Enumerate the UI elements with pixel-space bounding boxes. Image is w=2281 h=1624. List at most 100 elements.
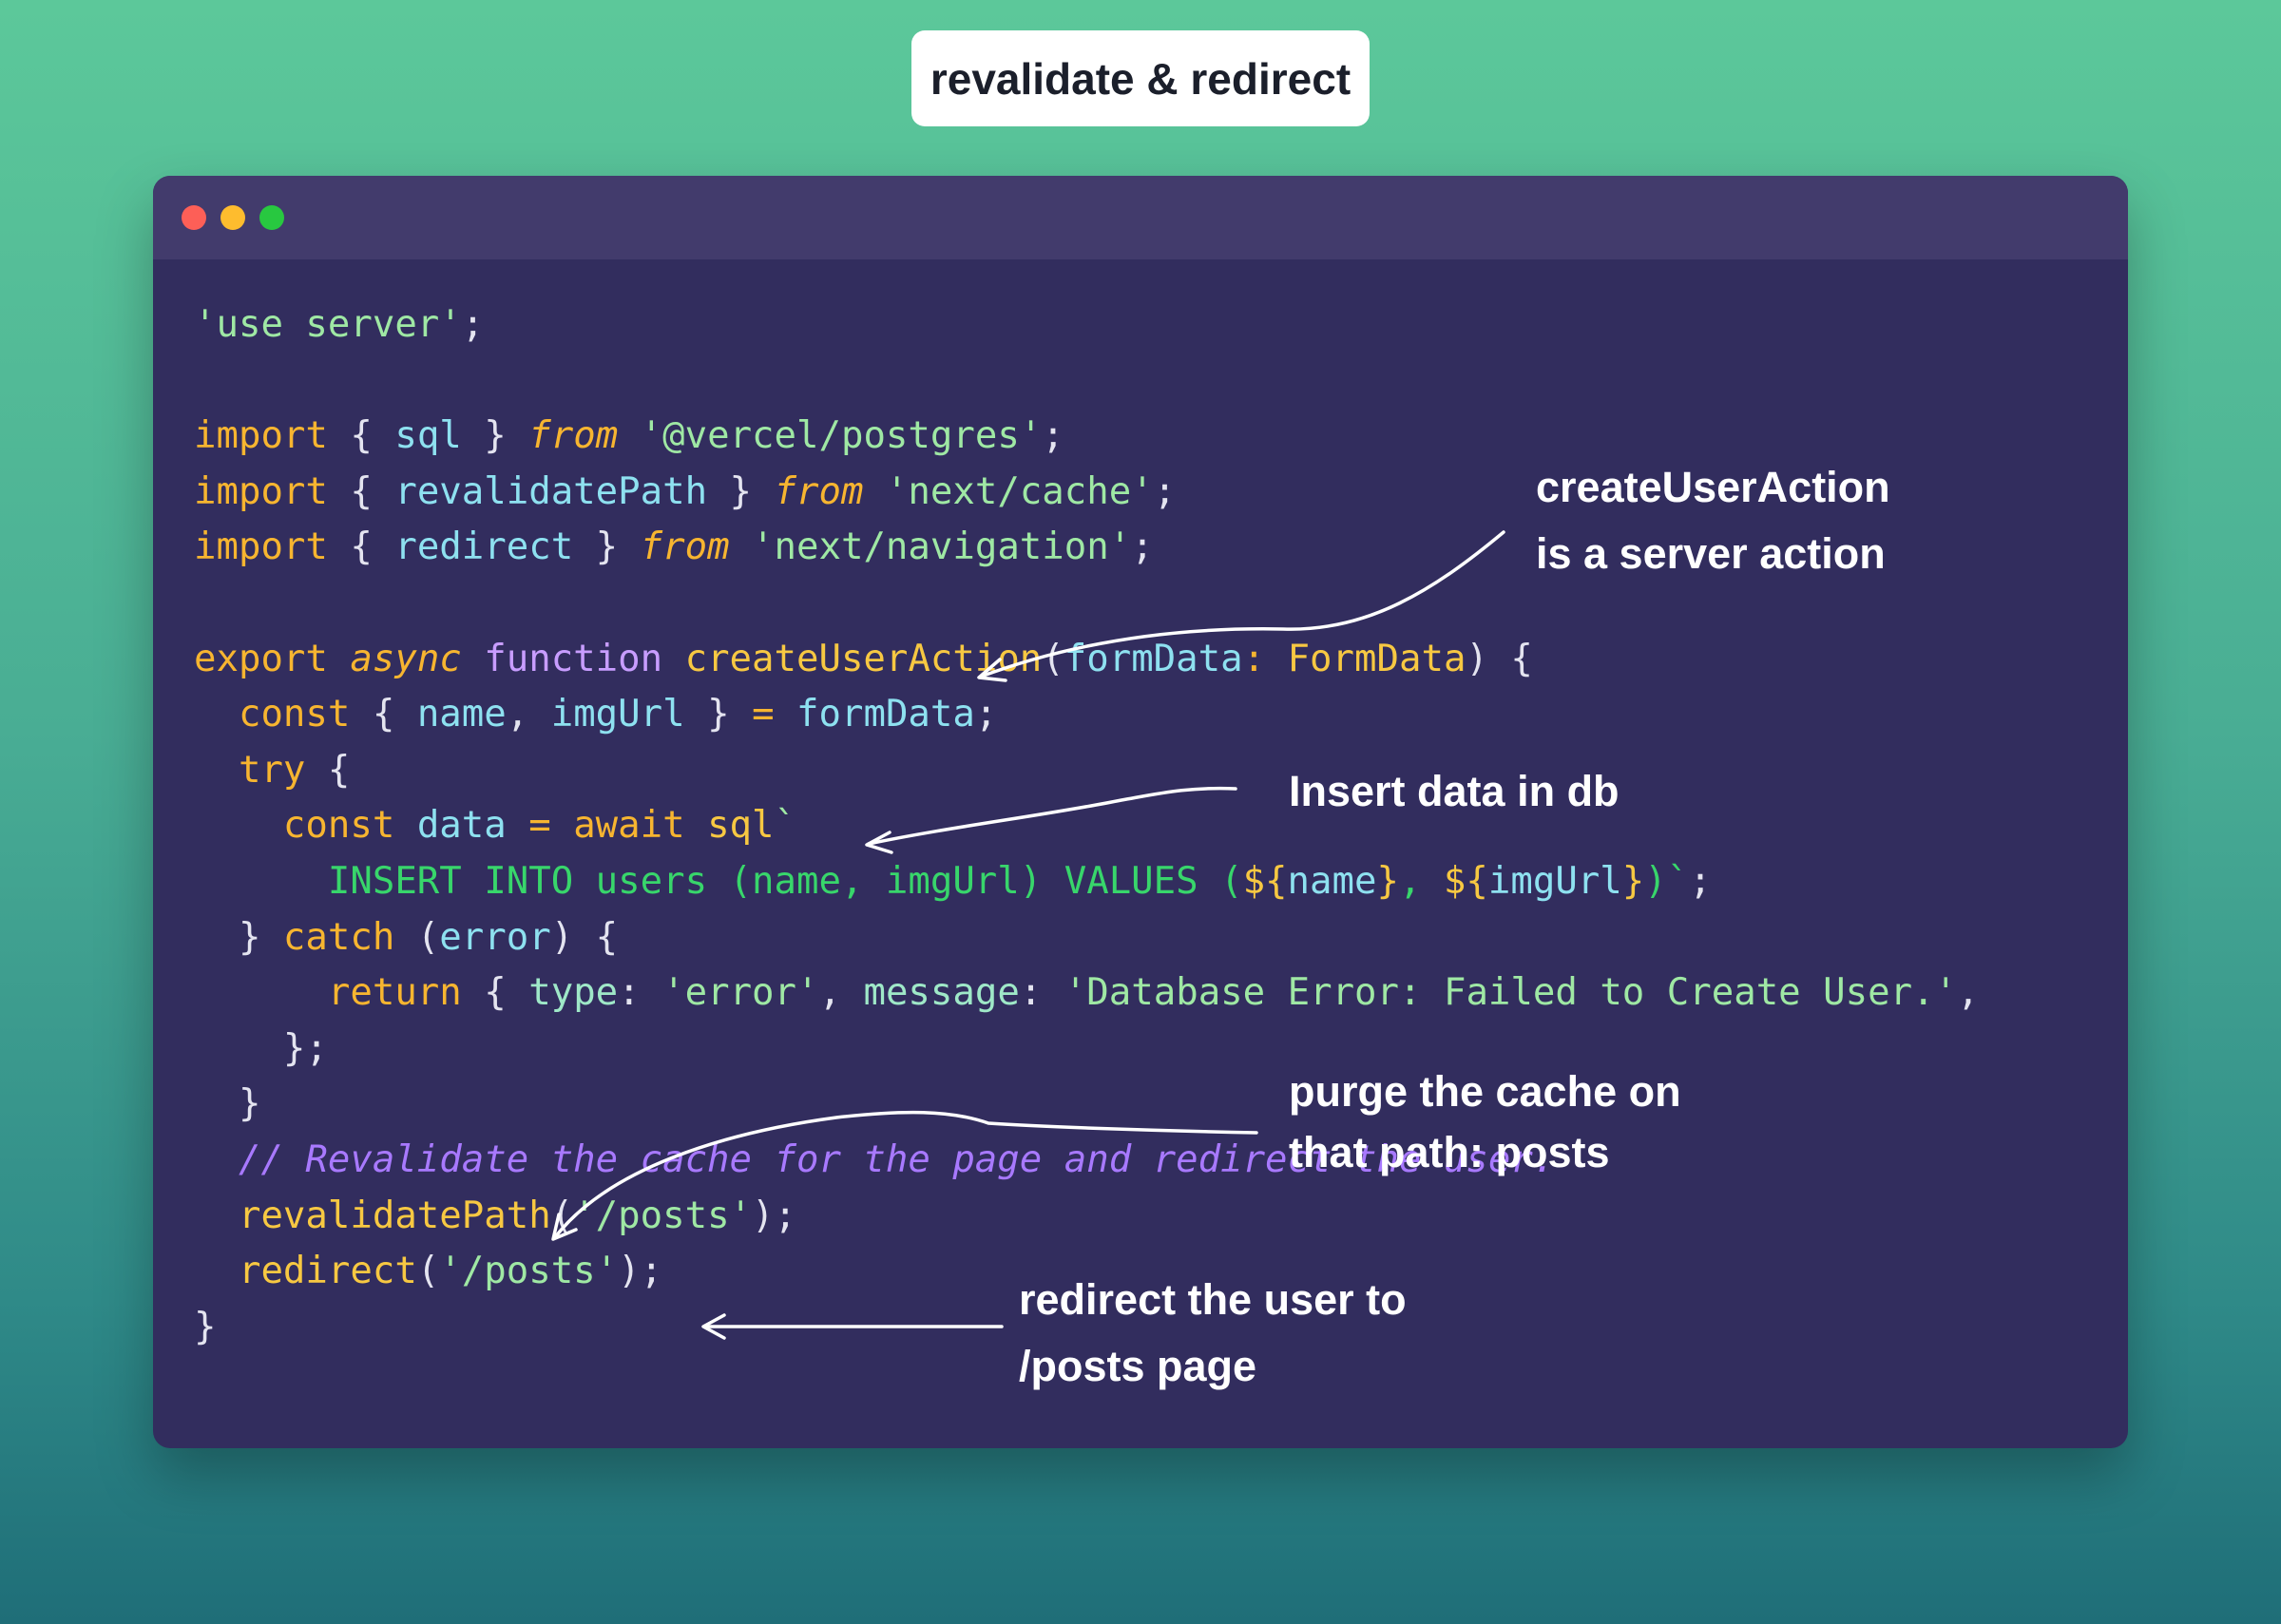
code-token: = — [752, 693, 775, 736]
code-token: 'next/cache' — [885, 469, 1154, 513]
code-token: message — [863, 971, 1020, 1015]
code-token: '/posts' — [439, 1250, 619, 1293]
code-token: : — [1242, 637, 1288, 680]
code-token: import — [194, 469, 328, 513]
code-token: formData — [1064, 637, 1243, 680]
code-token: } — [1621, 859, 1645, 903]
code-token: 'next/navigation' — [752, 525, 1132, 569]
code-token: , — [1398, 859, 1444, 903]
code-line: INSERT INTO users (name, imgUrl) VALUES … — [194, 854, 1980, 910]
code-token: { — [327, 469, 395, 513]
code-token: ) { — [550, 915, 619, 959]
code-token: = — [528, 804, 551, 848]
code-token: } — [684, 693, 753, 736]
code-token: 'error' — [662, 971, 819, 1015]
code-token: redirect — [394, 525, 574, 569]
code-token: formData — [796, 693, 975, 736]
title-card: revalidate & redirect — [911, 30, 1370, 126]
code-token: name — [1287, 859, 1377, 903]
code-token: : — [618, 971, 663, 1015]
code-token: ); — [618, 1250, 663, 1293]
code-token: return — [327, 971, 462, 1015]
code-token: { — [305, 748, 351, 792]
code-token: export — [194, 637, 328, 680]
code-window: 'use server';​import { sql } from '@verc… — [153, 176, 2128, 1448]
code-token: '/posts' — [573, 1194, 753, 1237]
code-token: ); — [752, 1194, 796, 1237]
code-token: FormData — [1287, 637, 1466, 680]
code-line: return { type: 'error', message: 'Databa… — [194, 965, 1980, 1022]
code-line: } catch (error) { — [194, 910, 1980, 966]
code-token — [194, 1194, 239, 1237]
code-token — [551, 804, 573, 847]
code-token: sql — [707, 804, 775, 848]
code-token: , — [818, 971, 864, 1015]
code-token: name — [416, 693, 507, 736]
code-token: from — [774, 469, 864, 513]
code-token: function — [484, 637, 663, 680]
code-token — [194, 1138, 239, 1181]
code-token — [194, 1250, 239, 1292]
code-token: 'use server' — [194, 303, 462, 346]
code-token — [194, 971, 328, 1014]
code-token — [194, 860, 328, 903]
code-token: ( — [1042, 637, 1064, 680]
minimize-dot-icon[interactable] — [220, 205, 245, 230]
maximize-dot-icon[interactable] — [259, 205, 284, 230]
close-dot-icon[interactable] — [182, 205, 206, 230]
code-token: : — [1019, 971, 1064, 1015]
code-token: } — [461, 414, 529, 458]
code-line: // Revalidate the cache for the page and… — [194, 1133, 1980, 1189]
code-token: } — [1376, 859, 1399, 903]
code-token: imgUrl — [550, 693, 685, 736]
annotation-line: that path: posts — [1289, 1128, 1610, 1176]
code-token: } — [194, 1082, 261, 1126]
code-token: createUserAction — [684, 637, 1043, 680]
code-token — [863, 470, 885, 513]
code-token: { — [461, 971, 529, 1015]
code-token: from — [528, 414, 619, 458]
code-token: ( — [416, 1250, 440, 1293]
code-token — [328, 638, 350, 680]
code-token: ; — [1689, 859, 1712, 903]
code-token: } — [194, 1305, 217, 1348]
code-token: { — [350, 693, 417, 736]
code-line: const data = await sql` — [194, 798, 1980, 854]
code-token: ; — [1131, 525, 1154, 569]
code-token — [194, 749, 239, 792]
code-token: const — [282, 804, 395, 848]
code-token: { — [327, 525, 395, 569]
code-token — [618, 414, 640, 457]
code-token: const — [238, 693, 351, 736]
annotation-insert-data: Insert data in db — [1289, 758, 1620, 825]
code-line: const { name, imgUrl } = formData; — [194, 687, 1980, 743]
code-token: import — [194, 525, 328, 569]
code-token: ) { — [1466, 637, 1533, 680]
code-token: '@vercel/postgres' — [640, 414, 1043, 458]
code-token: imgUrl — [1487, 859, 1622, 903]
code-token: ( — [550, 1194, 574, 1237]
code-token: } — [573, 525, 641, 569]
code-line: } — [194, 1300, 1980, 1356]
code-token: ; — [1042, 414, 1064, 458]
code-token: async — [350, 637, 462, 680]
code-token: data — [416, 804, 507, 848]
code-token: redirect — [238, 1250, 417, 1293]
annotation-purge-cache: purge the cache on that path: posts — [1289, 1061, 1681, 1183]
code-token: type — [528, 971, 619, 1015]
code-line: ​ — [194, 353, 1980, 410]
annotation-server-action: createUserAction is a server action — [1536, 454, 1890, 587]
code-line: 'use server'; — [194, 297, 1980, 353]
code-token: ${ — [1443, 859, 1488, 903]
code-token: } — [194, 915, 283, 959]
annotation-line: Insert data in db — [1289, 767, 1620, 815]
code-token: ${ — [1242, 859, 1288, 903]
code-token: await — [573, 804, 685, 848]
annotation-line: /posts page — [1019, 1342, 1257, 1390]
code-line: } — [194, 1077, 1980, 1133]
code-token: { — [327, 414, 395, 458]
annotation-line: is a server action — [1536, 529, 1886, 578]
code-token — [730, 525, 752, 568]
annotation-line: redirect the user to — [1019, 1275, 1407, 1324]
code-token — [775, 693, 796, 736]
